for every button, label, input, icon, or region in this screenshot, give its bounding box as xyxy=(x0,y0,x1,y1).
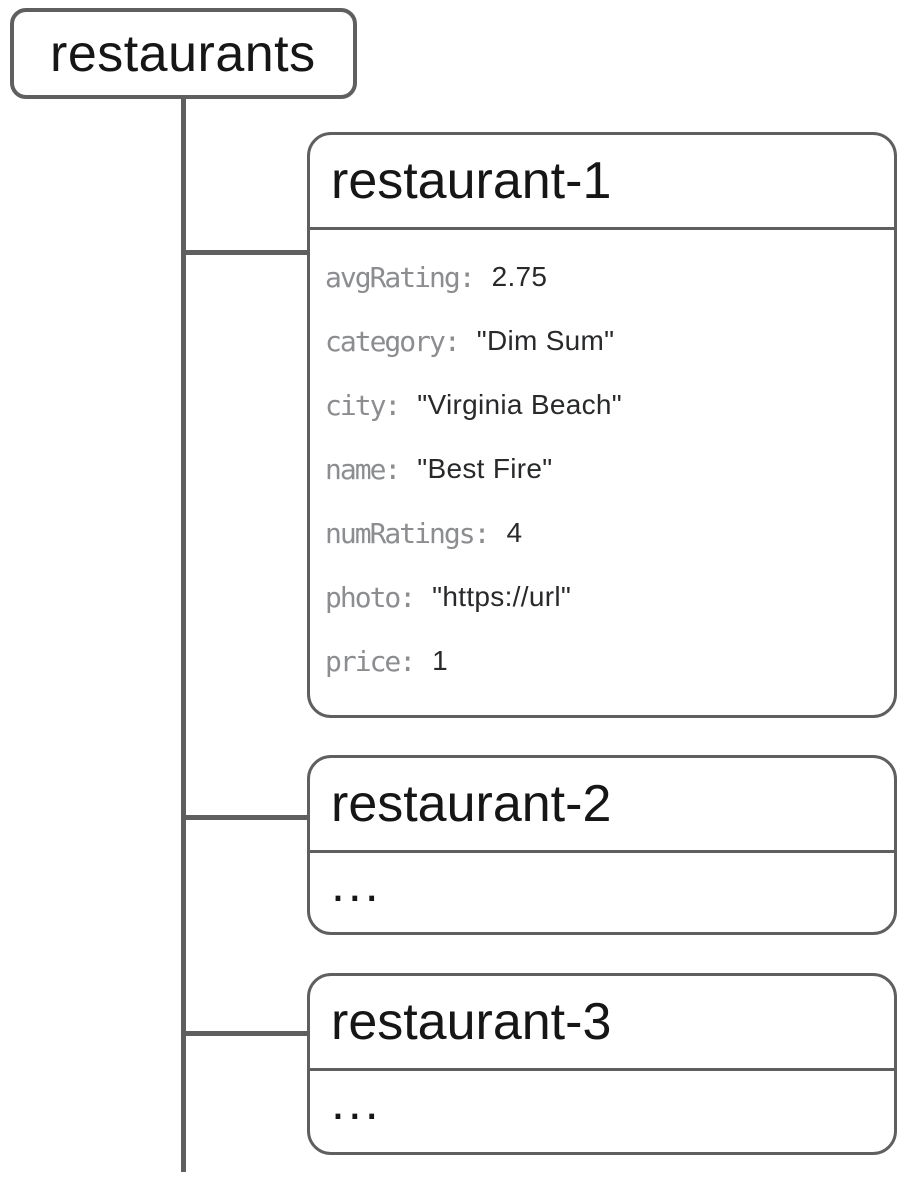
field-value: "Virginia Beach" xyxy=(417,389,623,420)
field-row-category: category: "Dim Sum" xyxy=(325,309,876,373)
document-card-restaurant-3: restaurant-3 ... xyxy=(307,973,897,1155)
branch-line-restaurant-1 xyxy=(183,250,307,255)
field-row-avgrating: avgRating: 2.75 xyxy=(325,245,876,309)
field-key: photo: xyxy=(325,580,416,614)
field-value: "https://url" xyxy=(432,581,572,612)
field-row-photo: photo: "https://url" xyxy=(325,565,876,629)
collection-label: restaurants xyxy=(50,24,316,83)
field-row-numratings: numRatings: 4 xyxy=(325,501,876,565)
document-header: restaurant-2 xyxy=(310,758,894,853)
document-title: restaurant-1 xyxy=(331,152,612,210)
field-key: price: xyxy=(325,644,416,678)
document-title: restaurant-2 xyxy=(331,775,612,833)
field-key: city: xyxy=(325,388,401,422)
field-value: 1 xyxy=(432,645,449,676)
document-card-restaurant-1: restaurant-1 avgRating: 2.75 category: "… xyxy=(307,132,897,718)
document-header: restaurant-3 xyxy=(310,976,894,1071)
document-body-collapsed: ... xyxy=(310,853,894,932)
document-card-restaurant-2: restaurant-2 ... xyxy=(307,755,897,935)
field-row-name: name: "Best Fire" xyxy=(325,437,876,501)
field-value: "Best Fire" xyxy=(417,453,553,484)
ellipsis-text: ... xyxy=(331,1074,382,1130)
document-title: restaurant-3 xyxy=(331,993,612,1051)
document-header: restaurant-1 xyxy=(310,135,894,230)
branch-line-restaurant-3 xyxy=(183,1031,307,1036)
field-key: numRatings: xyxy=(325,516,490,550)
collection-node-restaurants: restaurants xyxy=(10,8,357,99)
field-key: name: xyxy=(325,452,401,486)
field-key: avgRating: xyxy=(325,260,476,294)
document-body-collapsed: ... xyxy=(310,1071,894,1152)
field-value: 2.75 xyxy=(491,261,548,292)
tree-trunk-line xyxy=(181,99,186,1172)
field-key: category: xyxy=(325,324,461,358)
field-value: 4 xyxy=(506,517,523,548)
branch-line-restaurant-2 xyxy=(183,815,307,820)
field-row-city: city: "Virginia Beach" xyxy=(325,373,876,437)
field-value: "Dim Sum" xyxy=(476,325,615,356)
ellipsis-text: ... xyxy=(331,856,382,912)
field-row-price: price: 1 xyxy=(325,629,876,693)
document-fields: avgRating: 2.75 category: "Dim Sum" city… xyxy=(310,230,894,693)
